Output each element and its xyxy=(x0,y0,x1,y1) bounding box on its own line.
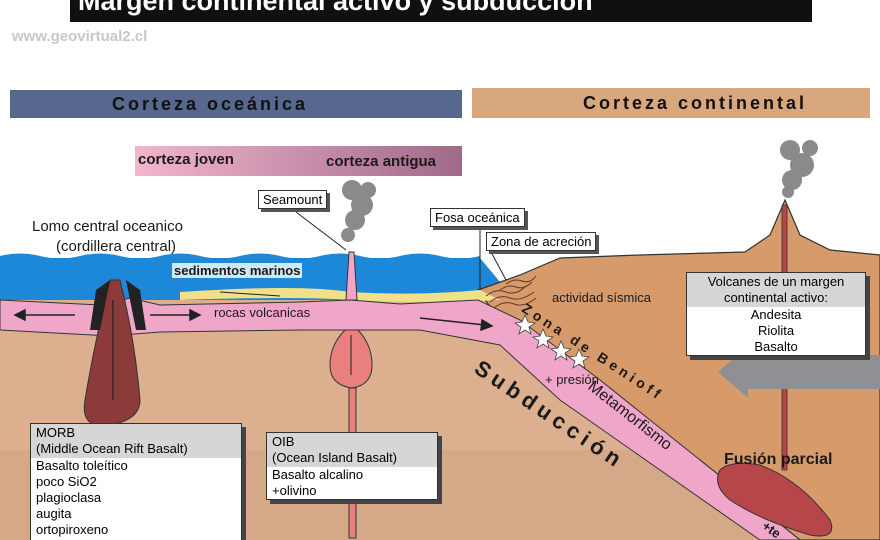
ridge-wall-left xyxy=(90,280,110,330)
seismic-events xyxy=(513,313,591,369)
ridge-label-line1: Lomo central oceanico xyxy=(32,218,183,235)
ridge-wall-right xyxy=(126,280,146,330)
partial-melting-zone xyxy=(717,462,833,537)
oib-header-line1: OIB xyxy=(272,434,295,449)
pointer-lines xyxy=(219,211,507,297)
seamount-smoke xyxy=(341,180,376,242)
volcano-box-header-line2: continental activo: xyxy=(723,290,829,305)
crust-age-band xyxy=(135,146,462,176)
morb-item: plagioclasa xyxy=(36,490,102,505)
morb-header-line1: MORB xyxy=(36,425,75,440)
oib-item: Basalto alcalino xyxy=(272,467,364,482)
seamount xyxy=(345,251,358,301)
continental-volcano-smoke xyxy=(780,140,818,198)
marine-sediments-label: sedimentos marinos xyxy=(172,263,303,278)
continental-crust-label: Corteza continental xyxy=(583,93,808,113)
trench-label: Fosa oceánica xyxy=(430,208,525,227)
oceanic-crust-label: Corteza oceánica xyxy=(112,94,309,114)
volcano-item-riolita: Riolita xyxy=(757,323,795,338)
spreading-arrows xyxy=(13,308,494,332)
volcanic-rocks-label: rocas volcanicas xyxy=(214,305,311,320)
young-crust-label: corteza joven xyxy=(138,151,234,168)
volcano-box-header-line1: Volcanes de un margen xyxy=(707,274,845,289)
continental-crust-band xyxy=(472,88,870,118)
oib-item: +olivino xyxy=(272,483,317,498)
volcano-info-box: Volcanes de un margen continental activo… xyxy=(686,272,866,356)
page-title: Margen continental activo y subducción xyxy=(78,0,593,16)
volcano-item-basalto: Basalto xyxy=(754,339,798,354)
morb-item: Basalto toleítico xyxy=(36,458,128,473)
title-bar xyxy=(70,0,812,22)
ocean-waves xyxy=(0,253,480,262)
oceanic-crust-band xyxy=(10,90,462,118)
ridge-label-line2: (cordillera central) xyxy=(56,238,177,255)
morb-item: ortopiroxeno xyxy=(36,522,109,537)
sediment-layer xyxy=(180,288,500,302)
morb-header-line2: (Middle Ocean Rift Basalt) xyxy=(36,441,188,456)
volcano-item-andesita: Andesita xyxy=(750,307,802,322)
oib-header-line2: (Ocean Island Basalt) xyxy=(272,450,398,465)
oib-info-box: OIB (Ocean Island Basalt) Basalto alcali… xyxy=(266,432,438,500)
accretion-label: Zona de acreción xyxy=(486,232,597,251)
seismic-activity-label: actividad sísmica xyxy=(552,290,651,305)
morb-info-box: MORB (Middle Ocean Rift Basalt) Basalto … xyxy=(30,423,242,540)
watermark: www.geovirtual2.cl xyxy=(12,28,148,45)
morb-item: augita xyxy=(36,506,72,521)
pressure-label: + presión xyxy=(545,372,599,387)
seamount-label: Seamount xyxy=(258,190,328,209)
plate-motion-arrow xyxy=(718,346,880,398)
morb-item: poco SiO2 xyxy=(36,474,97,489)
old-crust-label: corteza antigua xyxy=(326,153,437,170)
partial-melting-label: Fusión parcial xyxy=(724,451,833,468)
ocean-water xyxy=(0,258,500,300)
accretion-wedge xyxy=(485,275,537,309)
